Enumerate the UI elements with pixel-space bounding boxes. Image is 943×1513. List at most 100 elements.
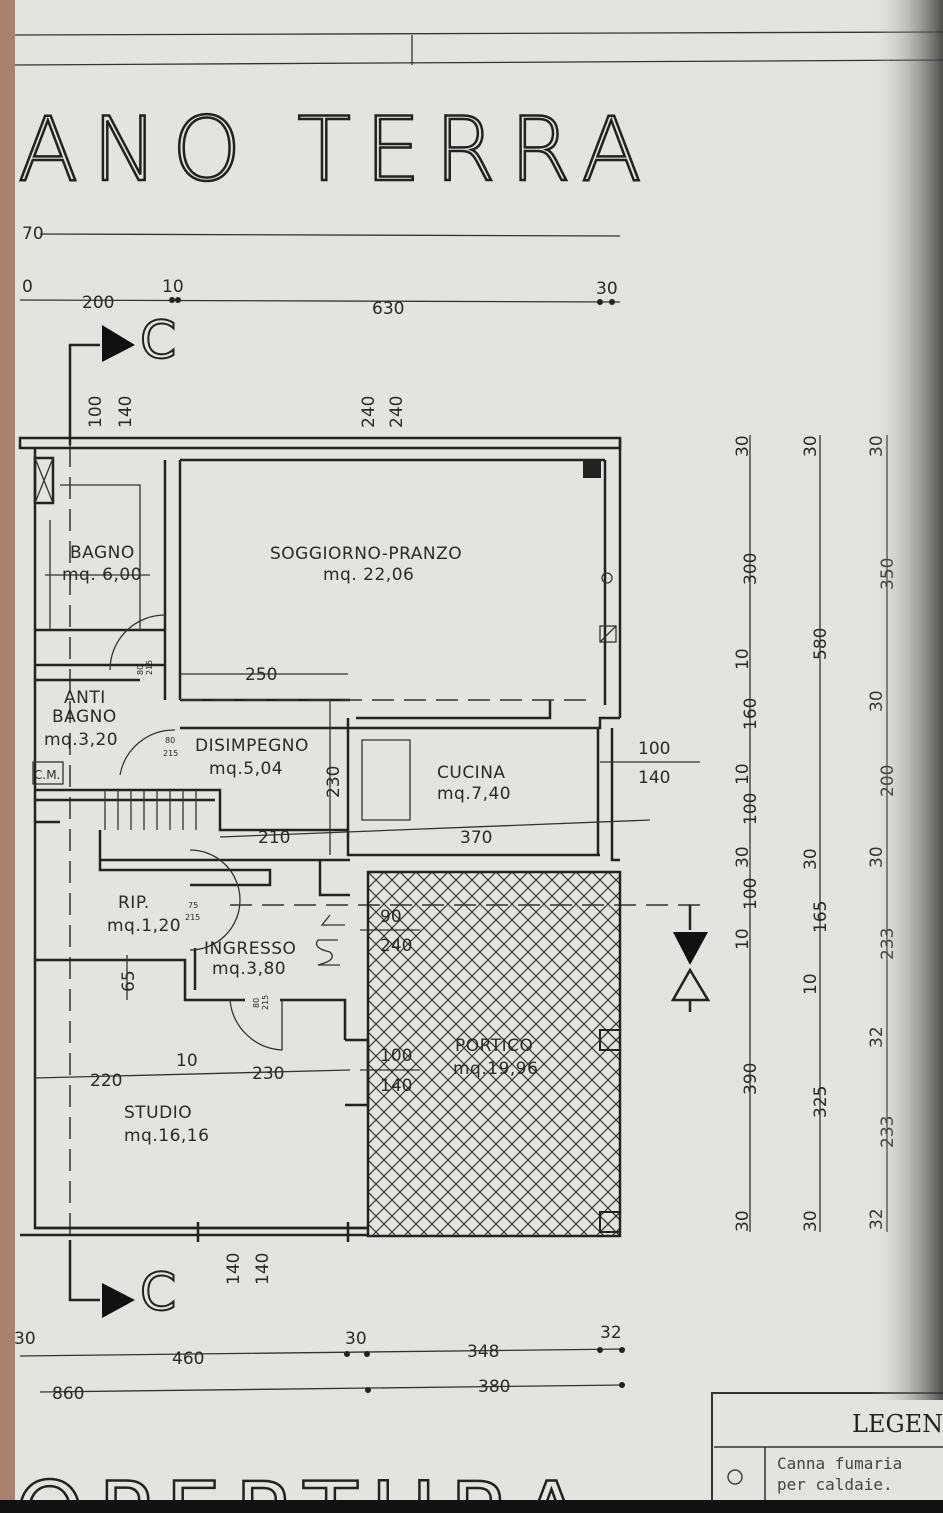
- dim-label: 140: [380, 1076, 412, 1096]
- dim-label: 325: [811, 1086, 831, 1118]
- dim-label: 210: [258, 828, 290, 848]
- dim-label: 30: [733, 846, 753, 868]
- section-mark-side: [670, 905, 711, 1012]
- portico-paving: [366, 870, 622, 1238]
- dim-label: 30: [733, 1210, 753, 1232]
- dim-label: 140: [638, 768, 670, 788]
- dim-label: 230: [324, 766, 344, 798]
- dim-label: 250: [245, 665, 277, 685]
- dim-label: 30: [345, 1329, 367, 1349]
- dim-label: 100: [86, 396, 106, 428]
- dim-label: 230: [252, 1064, 284, 1084]
- dim-label: 240: [380, 936, 412, 956]
- dim-label: mq.7,40: [437, 784, 511, 804]
- dim-label: 860: [52, 1384, 84, 1404]
- door-swings: [109, 614, 283, 1051]
- dim-label: mq.3,20: [44, 730, 118, 750]
- dim-label: mq.1,20: [107, 916, 181, 936]
- dim-label: 240: [359, 396, 379, 428]
- dim-label: 70: [22, 224, 44, 244]
- top-frame: [14, 31, 943, 66]
- dim-label: 100: [741, 793, 761, 825]
- dim-label: 10: [801, 973, 821, 995]
- dim-label: C: [140, 1263, 176, 1323]
- dim-label: 140: [224, 1253, 244, 1285]
- room-studio: STUDIO: [124, 1103, 192, 1123]
- dim-label: 300: [741, 553, 761, 585]
- dim-label: 30: [801, 435, 821, 457]
- stairs: [104, 790, 345, 966]
- photo-bottom-edge: [0, 1500, 943, 1513]
- legend: LEGEN Canna fumaria per caldaie.: [711, 1392, 943, 1513]
- internal-dimension-lines: [19, 673, 700, 1393]
- dim-label: 390: [741, 1063, 761, 1095]
- dim-label: 240: [387, 396, 407, 428]
- dim-label: 140: [116, 396, 136, 428]
- bottom-dimensions: 30 460 30 348 32 860 380 140 140: [14, 1253, 625, 1404]
- dim-label: 220: [90, 1071, 122, 1091]
- dim-label: 160: [741, 698, 761, 730]
- dim-label: 100: [380, 1046, 412, 1066]
- dim-label: 370: [460, 828, 492, 848]
- legend-item: Canna fumaria: [777, 1454, 902, 1473]
- dim-label: mq. 22,06: [323, 565, 414, 585]
- walls: [18, 436, 622, 1242]
- room-bagno: BAGNO: [70, 543, 135, 563]
- dim-label: mq.3,80: [212, 959, 286, 979]
- dim-label: 32: [600, 1323, 622, 1343]
- dim-label: 80: [165, 736, 175, 745]
- room-cucina: CUCINA: [437, 763, 506, 783]
- dim-label: 460: [172, 1349, 204, 1369]
- dim-label: 215: [163, 749, 178, 758]
- dim-label: 90: [380, 907, 402, 927]
- flue-circle-icon: [727, 1469, 743, 1485]
- dim-label: 30: [596, 279, 618, 299]
- legend-title: LEGEN: [852, 1410, 943, 1438]
- dim-label: 100: [638, 739, 670, 759]
- dim-label: BAGNO: [52, 707, 117, 727]
- dim-label: per caldaie.: [777, 1475, 893, 1494]
- photo-shadow: [870, 0, 943, 1400]
- top-dimensions: 70 0 200 10 630 30 100 140 240 240: [19, 224, 621, 428]
- dim-label: 65: [119, 970, 139, 992]
- dim-label: 215: [261, 995, 270, 1010]
- dim-label: 10: [176, 1051, 198, 1071]
- dim-label: 165: [811, 901, 831, 933]
- room-ingresso: INGRESSO: [204, 939, 296, 959]
- dim-label: mq. 6,00: [62, 565, 142, 585]
- dim-label: 380: [478, 1377, 510, 1397]
- room-portico: PORTICO: [455, 1036, 533, 1056]
- room-antibagno: ANTI: [64, 688, 106, 708]
- room-disimpegno: DISIMPEGNO: [195, 736, 309, 756]
- room-rip: RIP.: [118, 893, 150, 913]
- dim-label: 30: [801, 1210, 821, 1232]
- dim-label: 100: [741, 878, 761, 910]
- dim-label: C: [140, 311, 176, 371]
- dim-label: 200: [82, 293, 114, 313]
- dim-label: 630: [372, 299, 404, 319]
- dim-label: mq.5,04: [209, 759, 283, 779]
- dim-label: 215: [145, 660, 154, 675]
- dim-label: 10: [733, 648, 753, 670]
- dim-label: 580: [811, 628, 831, 660]
- dim-label: mq.16,16: [124, 1126, 209, 1146]
- dim-label: 75: [188, 901, 198, 910]
- dim-label: 30: [801, 848, 821, 870]
- right-dimension-chain-1: 30 300 10 160 10 100 30 100 10 390 30: [733, 435, 761, 1232]
- dim-label: 10: [733, 763, 753, 785]
- dim-label: 30: [733, 435, 753, 457]
- dim-label: 0: [22, 277, 33, 297]
- dim-label: 80: [136, 665, 145, 675]
- dim-label: 80: [252, 998, 261, 1008]
- section-mark-top: C: [68, 310, 177, 445]
- dim-label: 140: [253, 1253, 273, 1285]
- cm-label: C.M.: [34, 768, 60, 782]
- dim-label: 10: [162, 277, 184, 297]
- room-labels: BAGNO mq. 6,00 SOGGIORNO-PRANZO mq. 22,0…: [32, 543, 538, 1146]
- door-labels: 80 215 80 215 75 215 80 215: [136, 660, 270, 1010]
- dim-label: 215: [185, 913, 200, 922]
- right-dimension-chain-2: 30 580 30 165 10 325 30: [801, 435, 831, 1232]
- room-soggiorno: SOGGIORNO-PRANZO: [270, 544, 462, 564]
